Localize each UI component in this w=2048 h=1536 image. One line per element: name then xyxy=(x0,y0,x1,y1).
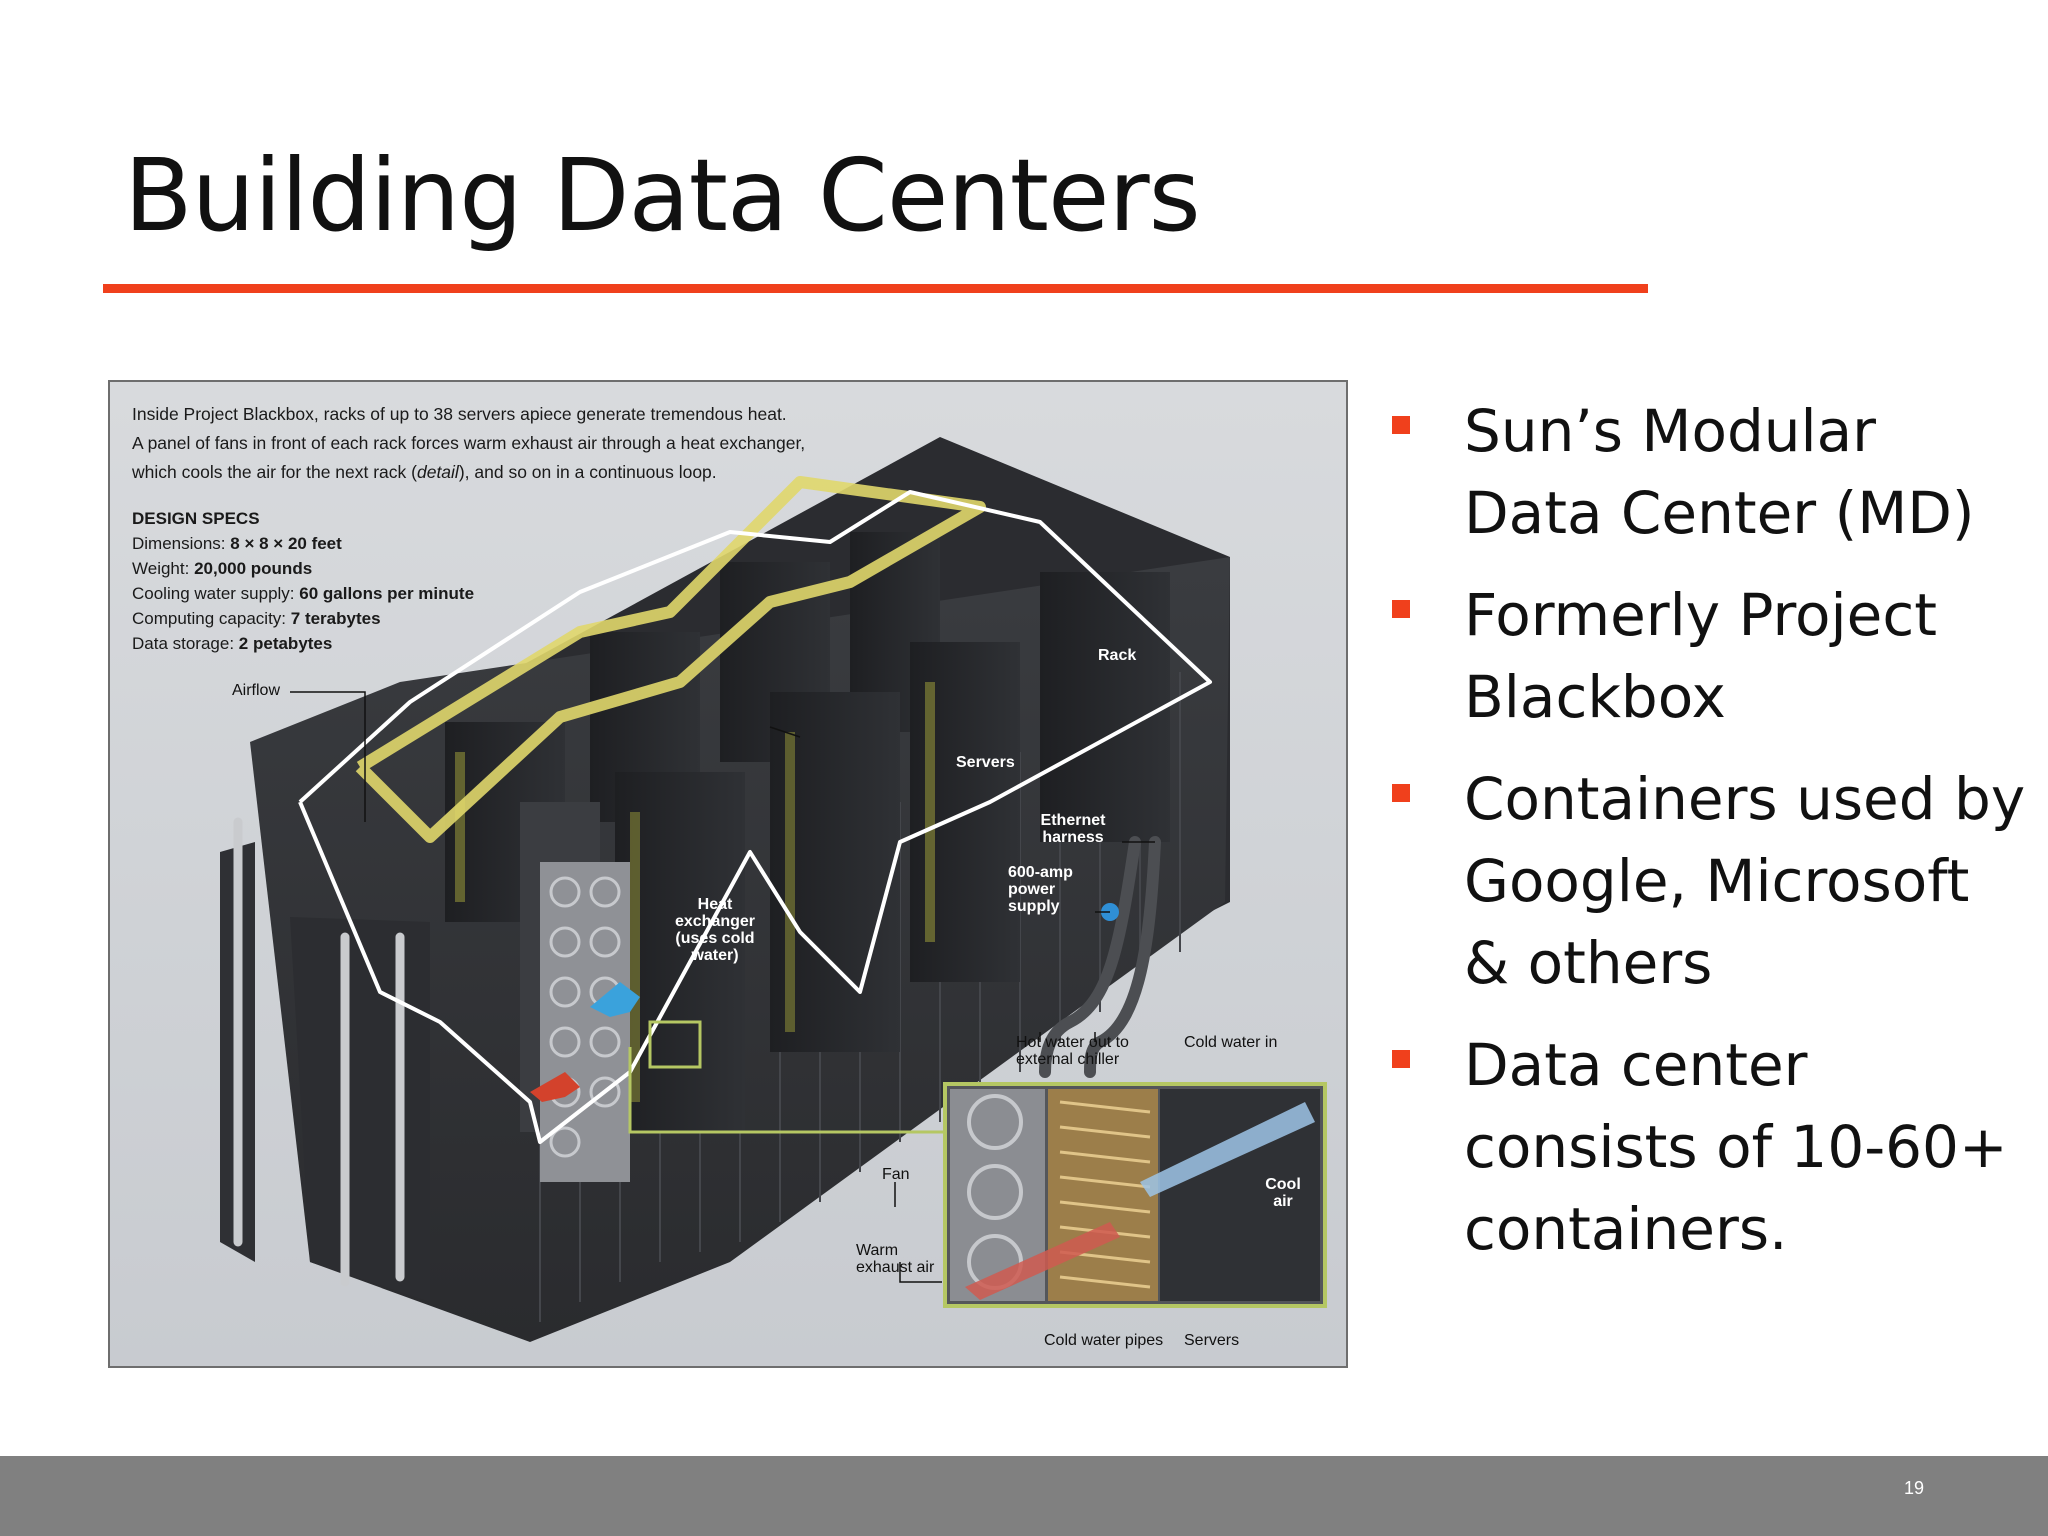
spec-label: Data storage: xyxy=(132,634,235,653)
square-bullet-icon xyxy=(1392,784,1410,802)
blackbox-illustration: Inside Project Blackbox, racks of up to … xyxy=(108,380,1348,1368)
loop-outline xyxy=(298,490,1212,1144)
spec-label: Weight: xyxy=(132,559,190,578)
label-fan: Fan xyxy=(882,1166,910,1183)
bullet-item: Sun’s Modular Data Center (MD) xyxy=(1388,390,2028,554)
blue-airflow-arrow xyxy=(590,982,640,1017)
label-servers-top: Servers xyxy=(956,754,1015,771)
caption-line: which cools the air for the next rack (d… xyxy=(132,458,912,487)
spec-value: 8 × 8 × 20 feet xyxy=(230,534,342,553)
caption-line: Inside Project Blackbox, racks of up to … xyxy=(132,404,787,424)
label-warm-exhaust-air: Warm exhaust air xyxy=(856,1242,935,1276)
label-cold-water: Cold water in xyxy=(1184,1034,1278,1051)
spec-row: Dimensions: 8 × 8 × 20 feet xyxy=(132,531,474,556)
container-doors xyxy=(220,817,430,1302)
spec-label: Dimensions: xyxy=(132,534,226,553)
container-illustration xyxy=(220,437,1327,1342)
spec-row: Data storage: 2 petabytes xyxy=(132,631,474,656)
page-number: 19 xyxy=(1903,1478,1924,1498)
caption-text: which cools the air for the next rack ( xyxy=(132,462,417,482)
label-ethernet-harness: Ethernet harness xyxy=(1040,812,1106,846)
label-airflow: Airflow xyxy=(232,682,281,699)
water-pipes xyxy=(1039,836,1161,1078)
square-bullet-icon xyxy=(1392,416,1410,434)
spec-value: 2 petabytes xyxy=(238,634,333,653)
label-hot-water: Hot water out to external chiller xyxy=(1016,1034,1129,1068)
bullet-text: Containers used by Google, Microsoft & o… xyxy=(1464,765,2026,997)
square-bullet-icon xyxy=(1392,600,1410,618)
spec-value: 7 terabytes xyxy=(290,609,381,628)
design-specs-title: DESIGN SPECS xyxy=(132,509,260,528)
caption-detail-word: detail xyxy=(416,462,459,482)
detail-inset xyxy=(943,1082,1327,1308)
caption-text: ), and so on in a continuous loop. xyxy=(458,462,717,482)
airflow-loop xyxy=(355,476,986,843)
spec-row: Cooling water supply: 60 gallons per min… xyxy=(132,581,474,606)
label-rack: Rack xyxy=(1098,647,1137,664)
bullet-item: Containers used by Google, Microsoft & o… xyxy=(1388,758,2028,1004)
title-underline xyxy=(103,284,1648,293)
square-bullet-icon xyxy=(1392,1050,1410,1068)
label-servers-bottom: Servers xyxy=(1184,1332,1240,1349)
spec-value: 20,000 pounds xyxy=(194,559,313,578)
fan-panel xyxy=(540,862,630,1182)
bullet-text: Formerly Project Blackbox xyxy=(1464,581,1937,731)
design-specs: DESIGN SPECS Dimensions: 8 × 8 × 20 feet… xyxy=(132,506,474,656)
spec-value: 60 gallons per minute xyxy=(299,584,475,603)
detail-marker xyxy=(648,1020,702,1069)
label-cool-air: Cool air xyxy=(1265,1176,1301,1210)
bullet-text: Sun’s Modular Data Center (MD) xyxy=(1464,397,1975,547)
spec-row: Weight: 20,000 pounds xyxy=(132,556,474,581)
bullet-item: Data center consists of 10-60+ container… xyxy=(1388,1024,2028,1270)
label-cold-water-pipes: Cold water pipes xyxy=(1044,1332,1164,1349)
slide-title: Building Data Centers xyxy=(124,137,1201,254)
bullet-item: Formerly Project Blackbox xyxy=(1388,574,2028,738)
spec-label: Computing capacity: xyxy=(132,609,287,628)
red-airflow-arrow xyxy=(530,1072,580,1102)
footer-bar: 19 xyxy=(0,1456,2048,1536)
label-power-supply: 600-amp power supply xyxy=(1008,864,1073,915)
bullet-list: Sun’s Modular Data Center (MD) Formerly … xyxy=(1388,390,2028,1290)
label-heat-exchanger: Heat exchanger (uses cold water) xyxy=(674,896,756,964)
figure-caption: Inside Project Blackbox, racks of up to … xyxy=(132,400,912,487)
bullet-text: Data center consists of 10-60+ container… xyxy=(1464,1031,2008,1263)
caption-line: A panel of fans in front of each rack fo… xyxy=(132,433,806,453)
spec-label: Cooling water supply: xyxy=(132,584,295,603)
spec-row: Computing capacity: 7 terabytes xyxy=(132,606,474,631)
